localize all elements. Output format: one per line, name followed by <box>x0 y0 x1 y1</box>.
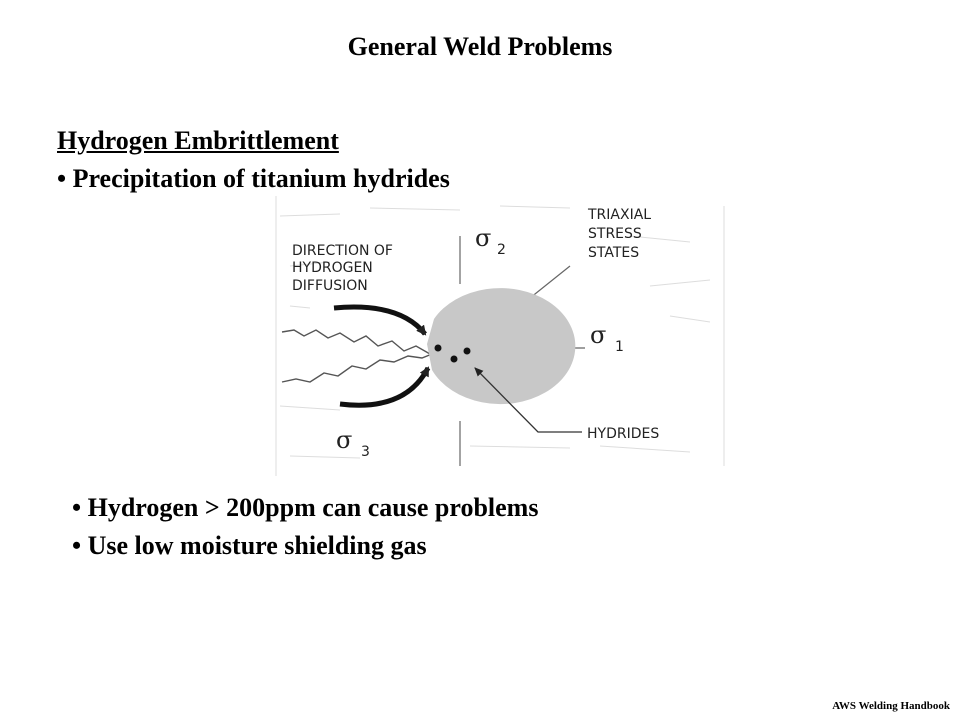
source-footer: AWS Welding Handbook <box>832 700 950 712</box>
bullet-precipitation: • Precipitation of titanium hydrides <box>57 164 450 193</box>
section-heading: Hydrogen Embrittlement <box>57 126 339 155</box>
hydrogen-embrittlement-diagram: DIRECTION OF HYDROGEN DIFFUSION TRIAXIAL… <box>270 196 730 476</box>
slide-title: General Weld Problems <box>347 32 613 61</box>
label-direction-line3: DIFFUSION <box>292 278 368 294</box>
background-texture <box>275 196 725 476</box>
diffusion-arrows <box>333 304 431 408</box>
sigma-3-subscript: 3 <box>361 444 370 460</box>
label-triaxial-line2: STRESS <box>588 226 642 242</box>
hydrides-leader <box>474 367 582 433</box>
label-direction-line1: DIRECTION OF <box>292 243 393 259</box>
diagram-svg: DIRECTION OF HYDROGEN DIFFUSION TRIAXIAL… <box>275 196 725 476</box>
plastic-zone <box>427 288 576 405</box>
sigma-2-symbol: σ <box>475 224 491 252</box>
hydride-dots <box>434 344 471 363</box>
sigma-2-subscript: 2 <box>497 242 506 258</box>
sigma-1-subscript: 1 <box>615 339 624 355</box>
label-triaxial-line3: STATES <box>588 245 639 261</box>
sigma-1-symbol: σ <box>590 321 606 349</box>
bullet-shielding-gas: • Use low moisture shielding gas <box>72 531 427 560</box>
crack-lines <box>281 329 433 383</box>
label-direction-line2: HYDROGEN <box>292 260 373 276</box>
bullet-hydrogen-limit: • Hydrogen > 200ppm can cause problems <box>72 493 539 522</box>
label-triaxial-line1: TRIAXIAL <box>587 207 651 223</box>
label-hydrides: HYDRIDES <box>587 426 659 442</box>
sigma-3-symbol: σ <box>336 426 352 454</box>
